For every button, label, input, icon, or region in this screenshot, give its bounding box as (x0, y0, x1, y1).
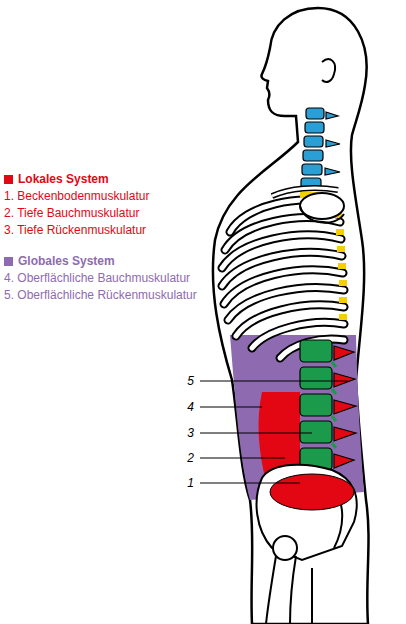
leader-lines (200, 381, 348, 483)
lumbar-spine (300, 340, 356, 470)
body-outline (213, 8, 369, 624)
cervical-spine (301, 108, 340, 189)
legend-swatch (4, 257, 13, 266)
ear (322, 59, 335, 82)
legend-heading: Globales System (18, 254, 115, 268)
pelvic-floor (270, 474, 354, 510)
thoracic-spine (300, 192, 347, 320)
rib-cage (222, 200, 344, 358)
pelvis (257, 465, 357, 624)
legend-heading: Lokales System (18, 172, 109, 186)
callout-number: 3 (187, 426, 194, 440)
legend-item: 2. Tiefe Bauchmuskulatur (4, 206, 139, 220)
legend-item: 1. Beckenbodenmuskulatur (4, 189, 149, 203)
callout-number: 4 (187, 400, 194, 414)
callout-number: 2 (187, 451, 194, 465)
callout-number: 5 (187, 374, 194, 388)
legend-item: 5. Oberflächliche Rückenmuskulatur (4, 288, 197, 302)
callout-number: 1 (187, 476, 194, 490)
legend-item: 3. Tiefe Rückenmuskulatur (4, 223, 146, 237)
legend-swatch (4, 175, 13, 184)
shoulder (272, 188, 344, 223)
legend-item: 4. Oberflächliche Bauchmuskulatur (4, 271, 190, 285)
